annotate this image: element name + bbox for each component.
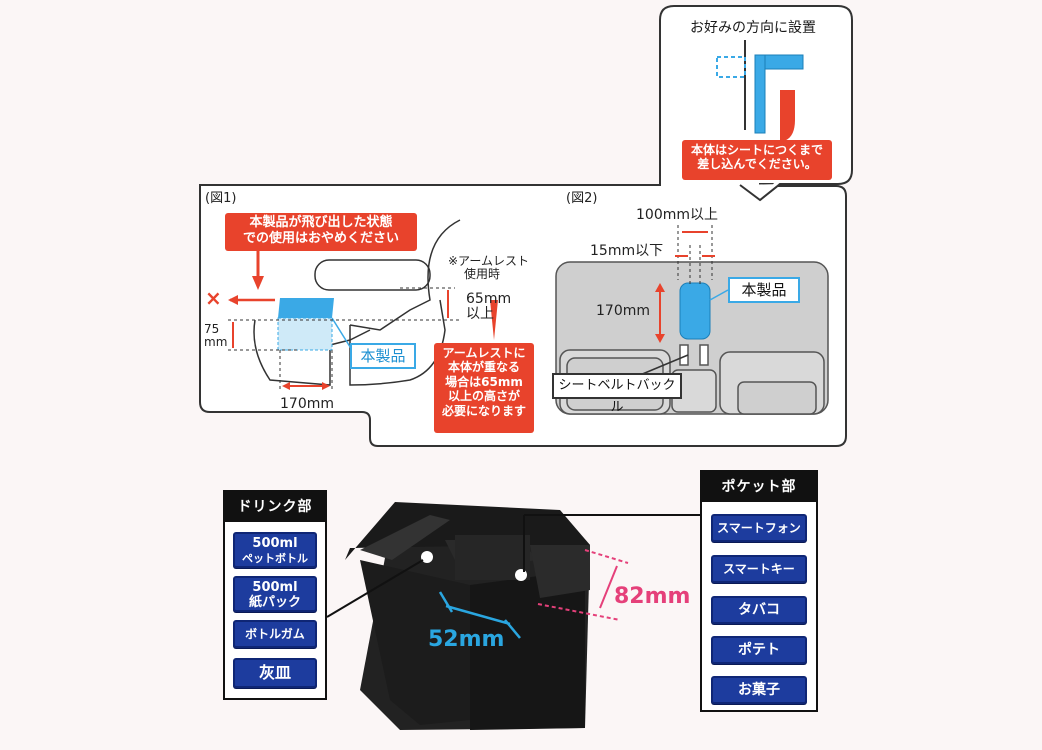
drink-item-pet-bottle-line-1: 500ml <box>252 536 298 551</box>
figure1-product-label: 本製品 <box>350 343 416 369</box>
drink-item-ashtray: 灰皿 <box>233 658 317 688</box>
drink-panel-header: ドリンク部 <box>225 492 325 522</box>
drink-item-paper-pack: 500ml 紙パック <box>233 576 317 612</box>
pocket-item-snacks-label: お菓子 <box>738 682 780 698</box>
height-line-1: 65mm <box>466 291 512 307</box>
armrest-overlap-line-3: 場合は65mm <box>445 374 523 389</box>
figure1-warning-line-2: での使用はおやめください <box>242 230 399 246</box>
figure1-label: (図1) <box>205 191 237 206</box>
drink-item-bottle-gum-line-1: ボトルガム <box>245 627 305 641</box>
product-photo <box>345 502 590 730</box>
figure1-warning: 本製品が飛び出した状態 での使用はおやめください <box>225 213 417 251</box>
seatbelt-buckle-label: シートベルトバックル <box>552 373 682 415</box>
pocket-item-fries-label: ポテト <box>738 642 780 658</box>
prohibited-x-mark: × <box>205 286 222 310</box>
figure2-product-label: 本製品 <box>728 277 800 303</box>
dim-82mm-label: 82mm <box>614 584 691 609</box>
drink-item-ashtray-line-1: 灰皿 <box>258 663 291 682</box>
dim-15mm-label: 15mm以下 <box>590 243 664 259</box>
pocket-item-smart-key: スマートキー <box>711 555 807 583</box>
dim-52mm-label: 52mm <box>428 627 505 652</box>
pocket-item-fries: ポテト <box>711 636 807 664</box>
drink-item-paper-pack-line-1: 500ml <box>252 580 298 595</box>
armrest-overlap-line-1: アームレストに <box>442 346 526 360</box>
pocket-panel-header: ポケット部 <box>702 472 816 502</box>
drink-panel: ドリンク部 500ml ペットボトル 500ml 紙パック ボトルガム 灰皿 <box>223 490 327 700</box>
drink-item-pet-bottle: 500ml ペットボトル <box>233 532 317 568</box>
dim-170mm-bottom: 170mm <box>280 396 334 412</box>
armrest-note-label: ※アームレスト 使用時 <box>448 255 529 280</box>
height-line-2: 以上 <box>466 305 494 322</box>
armrest-overlap-line-5: 必要になります <box>441 403 526 418</box>
top-callout-note-line-1: 本体はシートにつくまで <box>690 143 823 157</box>
armrest-overlap-line-2: 本体が重なる <box>447 360 520 375</box>
pocket-item-cigarettes: タバコ <box>711 596 807 624</box>
top-callout-title: お好みの方向に設置 <box>690 20 816 36</box>
dim-170mm-height: 170mm <box>596 303 650 319</box>
figure1-warning-line-1: 本製品が飛び出した状態 <box>249 215 393 230</box>
armrest-line-1: ※アームレスト <box>448 254 529 268</box>
pocket-item-cigarettes-label: タバコ <box>738 602 780 618</box>
pocket-item-smart-key-label: スマートキー <box>723 562 795 576</box>
pocket-panel: ポケット部 スマートフォン スマートキー タバコ ポテト お菓子 <box>700 470 818 712</box>
armrest-overlap-note: アームレストに 本体が重なる 場合は65mm 以上の高さが 必要になります <box>434 343 534 433</box>
top-callout-note: 本体はシートにつくまで 差し込んでください。 <box>682 140 832 180</box>
pocket-item-smartphone: スマートフォン <box>711 514 807 542</box>
pocket-item-snacks: お菓子 <box>711 676 807 704</box>
figure2-label: (図2) <box>566 191 598 206</box>
drink-item-pet-bottle-line-2: ペットボトル <box>242 552 308 565</box>
pocket-item-smartphone-label: スマートフォン <box>717 521 801 535</box>
top-callout-note-line-2: 差し込んでください。 <box>697 157 817 172</box>
armrest-overlap-line-4: 以上の高さが <box>447 389 520 404</box>
height-65mm-label: 65mm 以上 <box>466 292 511 321</box>
dim-left-line-2: mm <box>204 334 228 349</box>
dim-left-line-1: 75 <box>204 322 220 336</box>
drink-item-paper-pack-line-2: 紙パック <box>248 595 301 610</box>
drink-item-bottle-gum: ボトルガム <box>233 620 317 648</box>
dim-100mm-label: 100mm以上 <box>636 207 718 223</box>
armrest-line-2: 使用時 <box>464 266 501 281</box>
dim-75mm-label: 75 mm <box>204 323 227 348</box>
